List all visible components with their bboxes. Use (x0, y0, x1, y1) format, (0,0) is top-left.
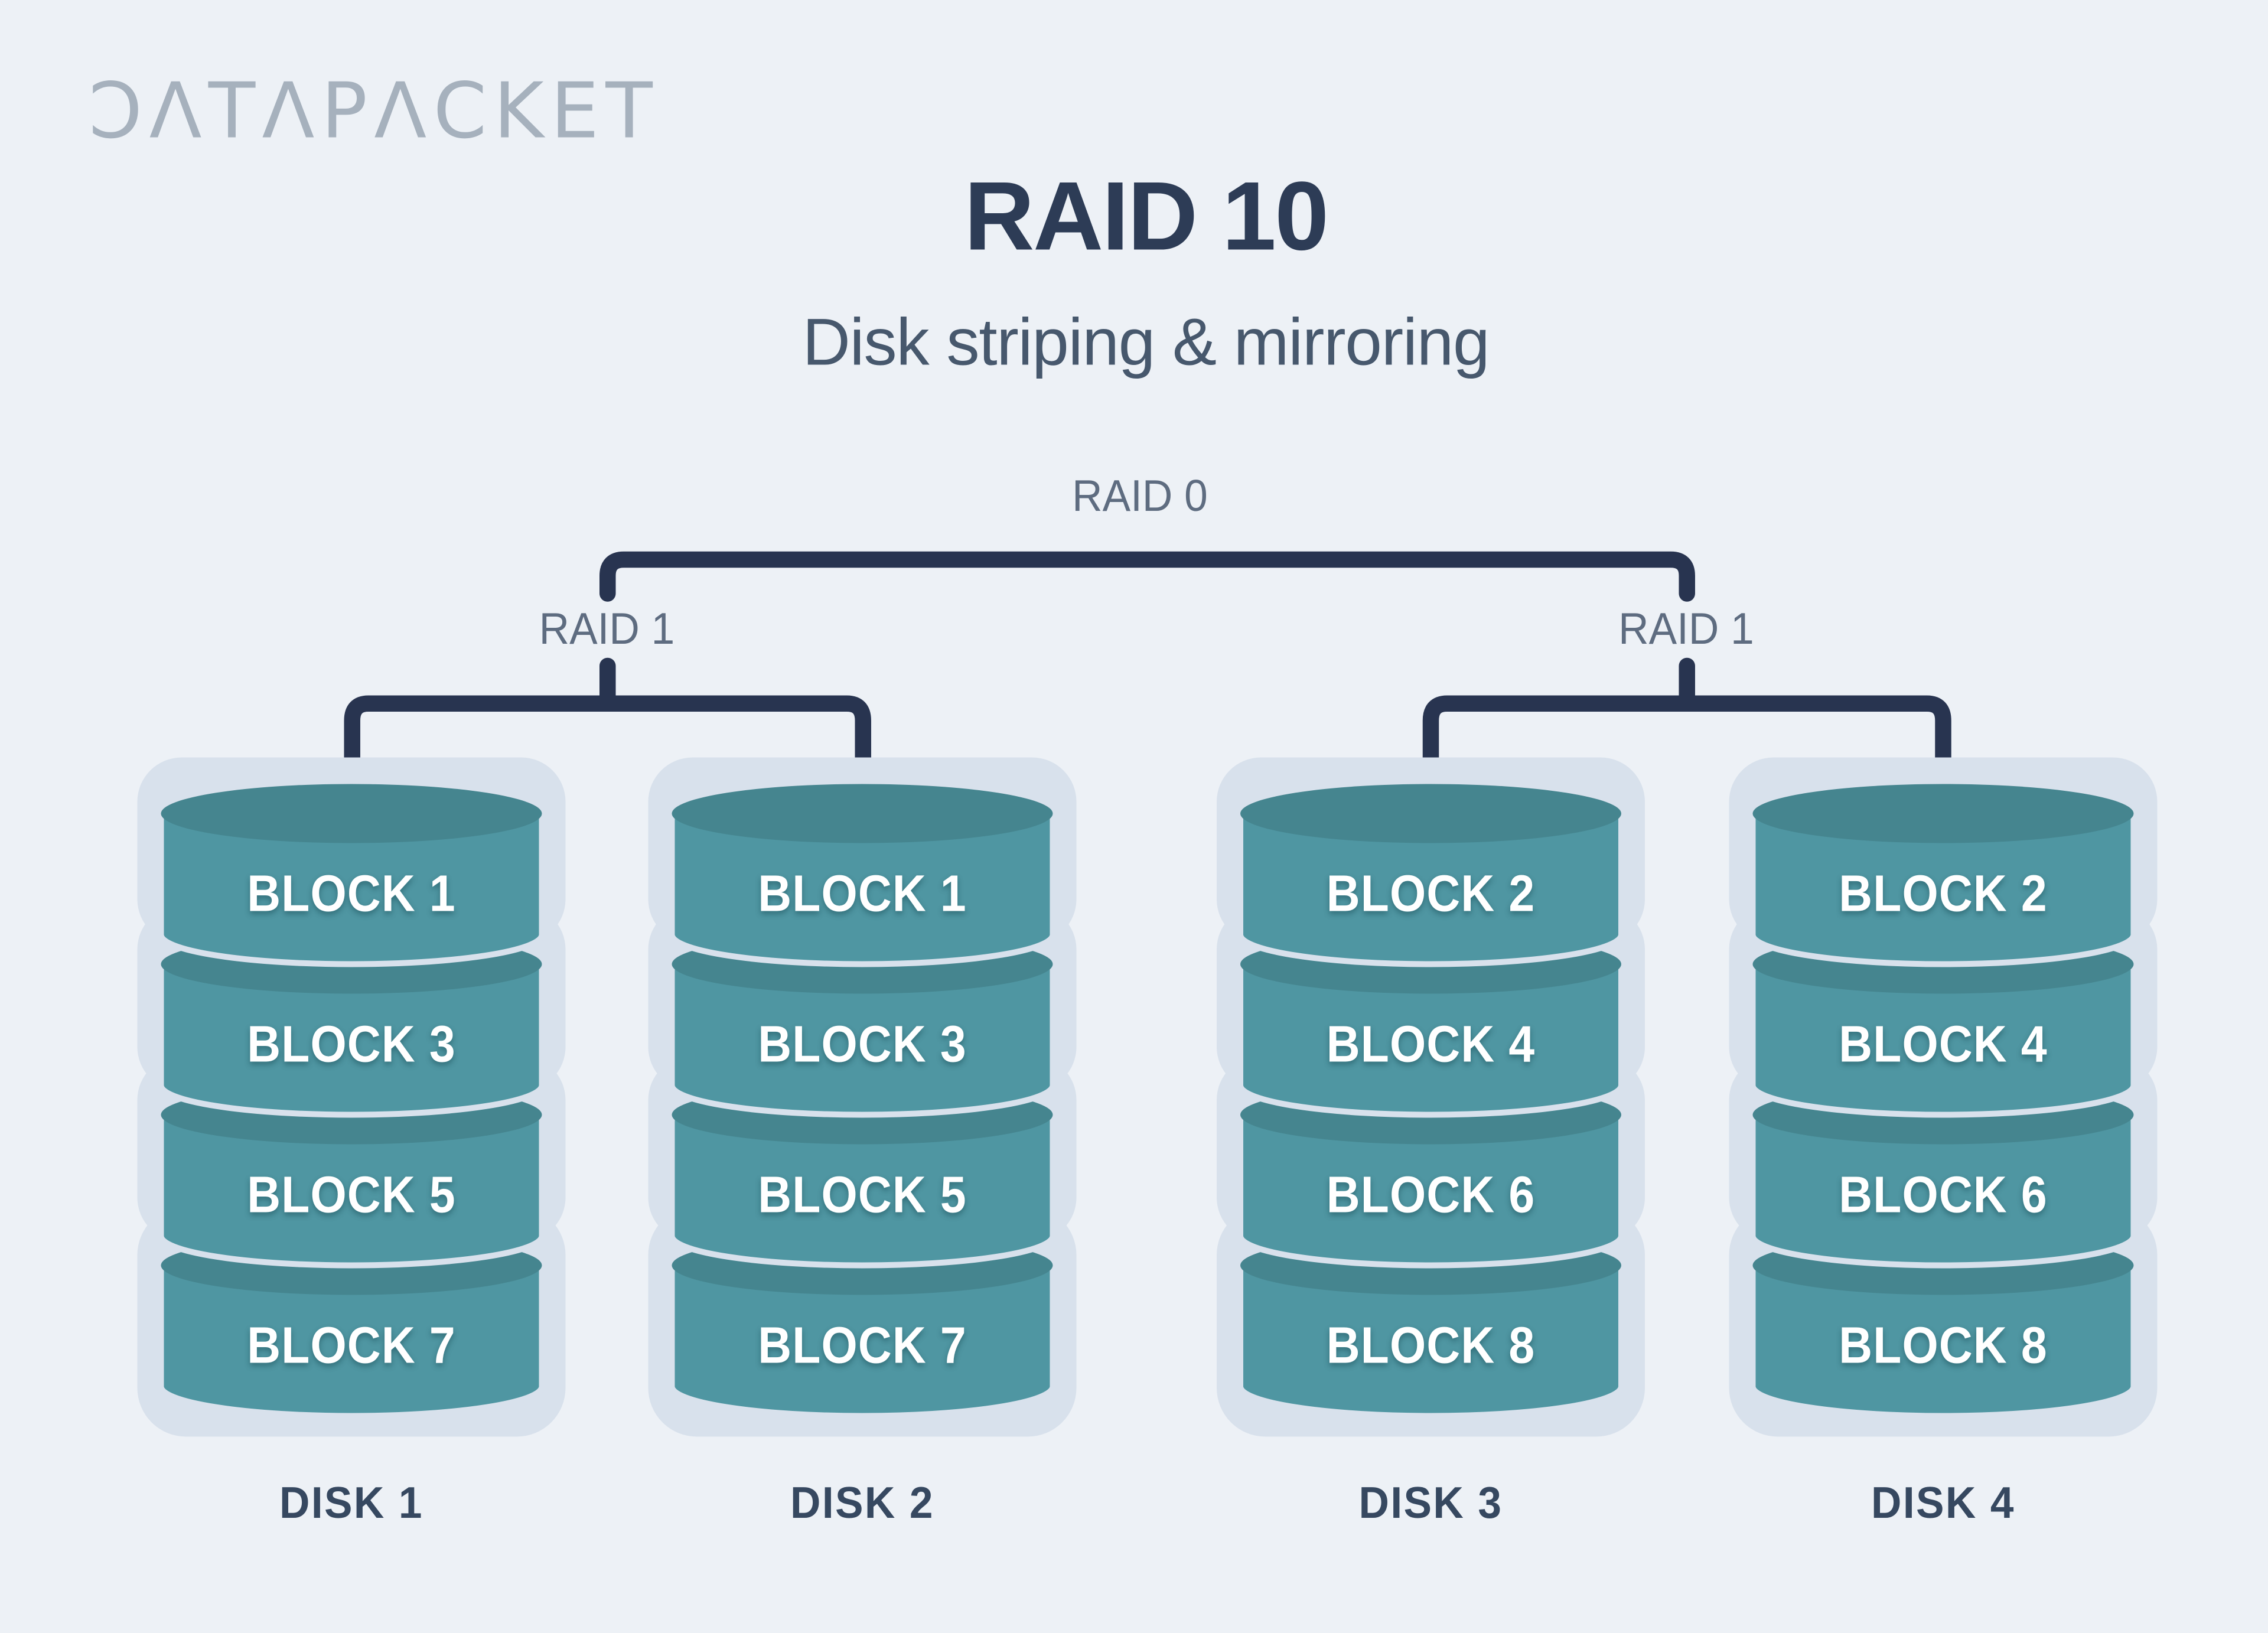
disk-block-label: BLOCK 5 (247, 1166, 456, 1224)
disk-block-label: BLOCK 1 (758, 865, 967, 923)
raid1-right-connector-line (1422, 695, 1951, 807)
disk-cylinder-graphic (1217, 757, 1645, 1437)
disk-stack-1: BLOCK 1 BLOCK 3 BLOCK 5 BLOCK 7 (137, 757, 566, 1437)
disk-stack-3: BLOCK 2 BLOCK 4 BLOCK 6 BLOCK 8 (1217, 757, 1645, 1437)
disk-cylinder-graphic (1729, 757, 2158, 1437)
disk-block-label: BLOCK 8 (1839, 1317, 2048, 1375)
raid0-connector-line (599, 551, 1695, 602)
disk-block-label: BLOCK 2 (1839, 865, 2048, 923)
disk-block-label: BLOCK 7 (758, 1317, 967, 1375)
page-subtitle: Disk striping & mirroring (802, 304, 1490, 380)
disk-block-label: BLOCK 4 (1326, 1016, 1536, 1074)
raid1-right-label: RAID 1 (1618, 605, 1754, 654)
raid1-left-connector-line (344, 695, 871, 807)
disk-block-label: BLOCK 3 (758, 1016, 967, 1074)
disk-block-label: BLOCK 8 (1326, 1317, 1536, 1375)
disk-name-label: DISK 3 (1358, 1479, 1503, 1528)
page-title: RAID 10 (964, 161, 1329, 270)
disk-block-label: BLOCK 3 (247, 1016, 456, 1074)
raid1-left-label: RAID 1 (539, 605, 675, 654)
disk-block-label: BLOCK 4 (1839, 1016, 2048, 1074)
disk-cylinder-graphic (137, 757, 566, 1437)
disk-block-label: BLOCK 7 (247, 1317, 456, 1375)
datapacket-logo: ƆΛTΛPΛCKET (89, 68, 660, 157)
raid0-label: RAID 0 (1072, 472, 1208, 521)
disk-name-label: DISK 1 (279, 1479, 423, 1528)
disk-block-label: BLOCK 5 (758, 1166, 967, 1224)
disk-name-label: DISK 4 (1871, 1479, 2015, 1528)
disk-block-label: BLOCK 2 (1326, 865, 1536, 923)
disk-block-label: BLOCK 1 (247, 865, 456, 923)
disk-stack-4: BLOCK 2 BLOCK 4 BLOCK 6 BLOCK 8 (1729, 757, 2158, 1437)
disk-name-label: DISK 2 (790, 1479, 934, 1528)
disk-block-label: BLOCK 6 (1326, 1166, 1536, 1224)
disk-block-label: BLOCK 6 (1839, 1166, 2048, 1224)
disk-stack-2: BLOCK 1 BLOCK 3 BLOCK 5 BLOCK 7 (648, 757, 1077, 1437)
disk-cylinder-graphic (648, 757, 1077, 1437)
